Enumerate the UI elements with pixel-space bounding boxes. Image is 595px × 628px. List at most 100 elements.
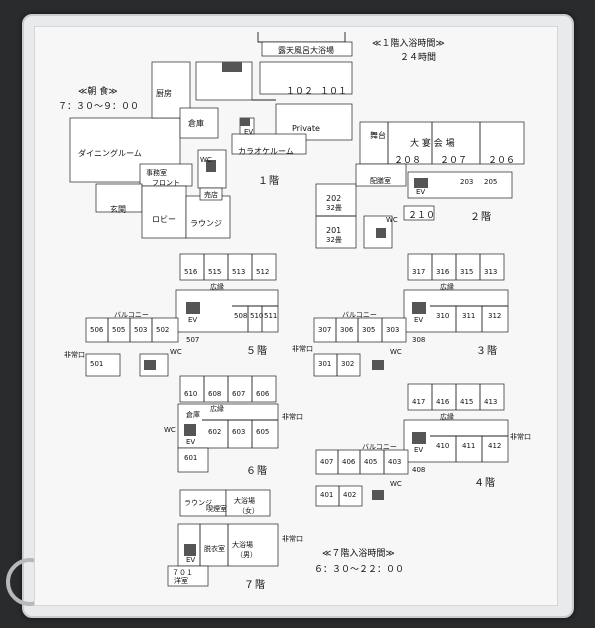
floor2-label: ２階 <box>470 212 492 223</box>
bath-7f-heading: ≪７階入浴時間≫ <box>322 549 395 559</box>
room-youshitsu: 洋室 <box>174 577 188 585</box>
room-210: ２１０ <box>408 211 436 221</box>
room-608: 608 <box>208 390 222 398</box>
floor3-plan <box>313 253 509 377</box>
floor6-plan <box>177 375 279 473</box>
floor5-hiroen: 広縁 <box>210 283 224 291</box>
room-417: 417 <box>412 398 426 406</box>
room-512: 512 <box>256 268 270 276</box>
room-513: 513 <box>232 268 246 276</box>
room-307: 307 <box>318 326 332 334</box>
ev-5f: EV <box>188 316 198 324</box>
ev-3f: EV <box>414 316 424 324</box>
room-205: 205 <box>484 178 498 186</box>
floor6-hiroen: 広縁 <box>210 405 224 413</box>
room-203: 203 <box>460 178 474 186</box>
bath-1f-hours: ２４時間 <box>400 53 437 63</box>
room-women-mark: （女） <box>238 507 259 515</box>
room-souko-6f: 倉庫 <box>186 411 200 419</box>
room-605: 605 <box>256 428 270 436</box>
ev-6f: EV <box>186 438 196 446</box>
floor4-balcony: バルコニー <box>362 443 397 451</box>
room-201-cap: 32畳 <box>326 236 342 244</box>
wc-6f: WC <box>164 426 176 434</box>
room-515: 515 <box>208 268 222 276</box>
room-shop: 売店 <box>204 191 218 199</box>
bath-1f-heading: ≪１階入浴時間≫ <box>372 39 445 49</box>
room-202: 202 <box>326 194 342 203</box>
room-506: 506 <box>90 326 104 334</box>
room-511: 511 <box>264 312 278 320</box>
room-406: 406 <box>342 458 356 466</box>
room-lounge-1f: ラウンジ <box>190 219 222 228</box>
room-408: 408 <box>412 466 426 474</box>
room-lobby: ロビー <box>152 215 176 224</box>
floor7-label: ７階 <box>244 580 266 591</box>
room-front: フロント <box>152 179 180 187</box>
room-507: 507 <box>186 336 200 344</box>
bath-7f-hours: ６：３０〜２２：００ <box>314 565 405 575</box>
room-305: 305 <box>362 326 376 334</box>
room-416: 416 <box>436 398 450 406</box>
room-607: 607 <box>232 390 246 398</box>
room-403: 403 <box>388 458 402 466</box>
room-butai: 舞台 <box>370 131 386 140</box>
room-415: 415 <box>460 398 474 406</box>
breakfast-hours: ７：３０〜９：００ <box>58 102 140 112</box>
room-oyokujo-men: 大浴場 <box>232 541 253 549</box>
room-302: 302 <box>341 360 355 368</box>
floor5-exit: 非常口 <box>64 351 85 359</box>
room-701: ７０１ <box>172 569 193 577</box>
room-312: 312 <box>488 312 502 320</box>
ev-1f: EV <box>244 128 254 136</box>
room-610: 610 <box>184 390 198 398</box>
room-kitsuen: 喫煙室 <box>206 505 227 513</box>
floor3-hiroen: 広縁 <box>440 283 454 291</box>
room-308: 308 <box>412 336 426 344</box>
floor4-label: ４階 <box>474 478 496 489</box>
room-men-mark: （男） <box>236 551 257 559</box>
floor7-exit: 非常口 <box>282 535 303 543</box>
room-603: 603 <box>232 428 246 436</box>
room-402: 402 <box>343 491 357 499</box>
room-oyokujo-women: 大浴場 <box>234 497 255 505</box>
room-202-cap: 32畳 <box>326 204 342 212</box>
floor5-label: ５階 <box>246 346 268 357</box>
room-dassui: 脱衣室 <box>204 545 225 553</box>
room-lounge-7f: ラウンジ <box>184 499 212 507</box>
wc-5f: WC <box>170 348 182 356</box>
floor3-balcony: バルコニー <box>342 311 377 319</box>
room-jimu: 事務室 <box>146 169 167 177</box>
room-502: 502 <box>156 326 170 334</box>
room-souko-1f: 倉庫 <box>188 119 204 128</box>
room-401: 401 <box>320 491 334 499</box>
floor3-exit: 非常口 <box>292 345 313 353</box>
room-207: ２０７ <box>440 156 468 166</box>
onsen-label: 露天風呂大浴場 <box>278 46 334 55</box>
ev-2f: EV <box>416 188 426 196</box>
room-411: 411 <box>462 442 476 450</box>
wc-4f: WC <box>390 480 402 488</box>
room-503: 503 <box>134 326 148 334</box>
room-private: Private <box>292 124 320 133</box>
floor5-balcony: バルコニー <box>114 311 149 319</box>
room-412: 412 <box>488 442 502 450</box>
wc-3f: WC <box>390 348 402 356</box>
floor6-exit: 非常口 <box>282 413 303 421</box>
room-602: 602 <box>208 428 222 436</box>
room-505: 505 <box>112 326 126 334</box>
room-208: ２０８ <box>394 156 422 166</box>
breakfast-heading: ≪朝 食≫ <box>78 87 118 97</box>
room-508: 508 <box>234 312 248 320</box>
room-genkan: 玄関 <box>110 205 126 214</box>
floor1-plan <box>69 32 353 239</box>
room-303: 303 <box>386 326 400 334</box>
ev-7f: EV <box>186 556 196 564</box>
room-516: 516 <box>184 268 198 276</box>
floor4-plan <box>315 383 509 507</box>
room-301: 301 <box>318 360 332 368</box>
room-413: 413 <box>484 398 498 406</box>
room-dining: ダイニングルーム <box>78 149 142 158</box>
room-karaoke: カラオケルーム <box>238 147 294 156</box>
